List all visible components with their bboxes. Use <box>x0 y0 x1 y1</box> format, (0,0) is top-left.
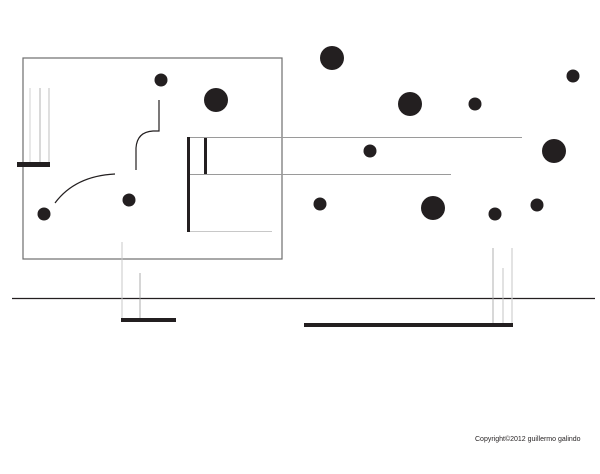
dot <box>204 88 228 112</box>
lower-left-group <box>121 242 176 322</box>
dot <box>542 139 566 163</box>
bracket-group <box>187 137 522 232</box>
dot <box>154 73 168 87</box>
dot <box>313 197 327 211</box>
dot <box>363 144 377 158</box>
dot <box>488 207 502 221</box>
lower-right-group <box>304 248 513 327</box>
left-thick-bar <box>17 162 50 167</box>
dot <box>122 193 136 207</box>
dot <box>530 198 544 212</box>
curve-hook <box>135 100 160 170</box>
dot <box>468 97 482 111</box>
dot <box>37 207 51 221</box>
copyright-text: Copyright©2012 guillermo galindo <box>475 436 581 443</box>
dot <box>566 69 580 83</box>
left-line-group <box>17 88 50 167</box>
dot <box>398 92 422 116</box>
dot <box>421 196 445 220</box>
frame-rectangle <box>22 57 283 260</box>
curve-arc <box>54 173 116 204</box>
dot <box>320 46 344 70</box>
